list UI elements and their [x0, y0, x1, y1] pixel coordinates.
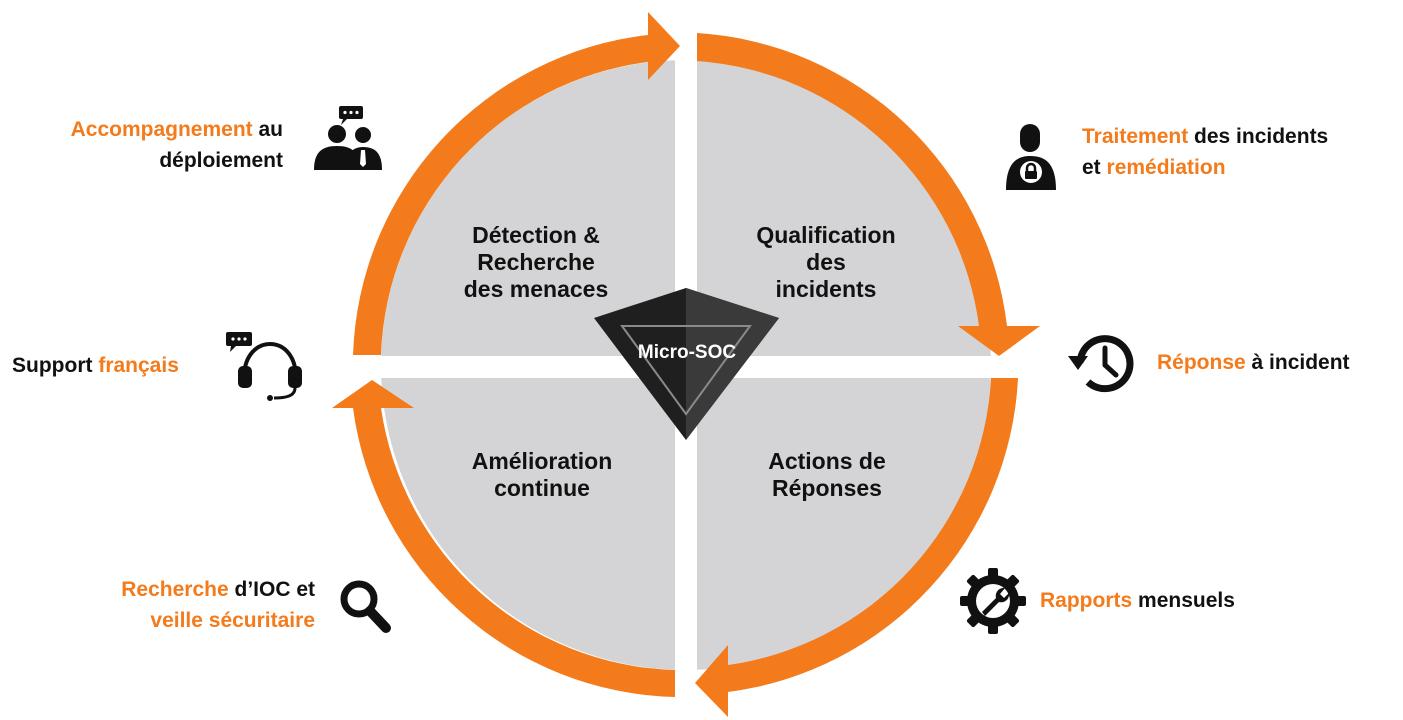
quadrant-label-line: Détection &	[472, 222, 600, 248]
quadrant-label-line: Actions de	[768, 448, 886, 474]
quadrant-label-bottom-right: Actions de Réponses	[727, 448, 927, 502]
arrow-bottom-right-head	[695, 645, 728, 717]
service-line: Traitement des incidents	[1082, 121, 1328, 152]
service-text: mensuels	[1132, 589, 1235, 612]
service-recherche: Recherche d’IOC et veille sécuritaire	[121, 574, 315, 636]
service-text: français	[98, 354, 179, 377]
service-line: et remédiation	[1082, 152, 1328, 183]
center-emblem	[594, 288, 779, 440]
service-support: Support français	[12, 350, 179, 381]
arrow-bottom-left-head	[332, 380, 414, 408]
quadrant-label-line: des menaces	[463, 276, 609, 302]
service-text: d’IOC et	[228, 578, 315, 601]
center-label: Micro-SOC	[637, 342, 737, 363]
quadrant-label-line: incidents	[775, 276, 877, 302]
service-text: au	[252, 118, 283, 141]
service-line: veille sécuritaire	[121, 605, 315, 636]
service-text: à incident	[1245, 351, 1350, 374]
service-text: veille sécuritaire	[150, 609, 315, 632]
service-text: remédiation	[1106, 156, 1226, 179]
service-line: déploiement	[71, 145, 283, 176]
service-text: déploiement	[159, 149, 283, 172]
service-text: Support	[12, 354, 99, 377]
arrow-bottom-left-arc	[353, 408, 675, 697]
service-reponse: Réponse à incident	[1157, 347, 1350, 378]
service-line: Rapports mensuels	[1040, 585, 1235, 616]
arrow-top-right-head	[958, 326, 1040, 356]
arrow-top-left-arc	[353, 35, 648, 355]
arrow-top-right-arc	[697, 33, 1007, 326]
service-text: Rapports	[1040, 589, 1133, 612]
quadrant-label-top-left: Détection & Recherche des menaces	[436, 222, 636, 303]
arrow-top-left-head	[648, 12, 680, 80]
service-line: Accompagnement au	[71, 114, 283, 145]
quadrant-label-line: Amélioration	[471, 448, 613, 474]
service-rapports: Rapports mensuels	[1040, 585, 1235, 616]
magnifier-icon	[340, 580, 391, 633]
quadrant-label-line: Réponses	[772, 475, 882, 501]
history-clock-icon	[1068, 335, 1134, 393]
quadrant-label-line: Recherche	[477, 249, 595, 275]
quadrant-label-line: des	[806, 249, 846, 275]
quadrant-label-bottom-left: Amélioration continue	[442, 448, 642, 502]
service-line: Recherche d’IOC et	[121, 574, 315, 605]
service-line: Support français	[12, 350, 179, 381]
service-line: Réponse à incident	[1157, 347, 1350, 378]
user-lock-icon	[1006, 124, 1056, 190]
headset-chat-icon	[226, 332, 302, 401]
service-accompagnement: Accompagnement au déploiement	[71, 114, 283, 176]
service-traitement: Traitement des incidents et remédiation	[1082, 121, 1328, 183]
service-text: et	[1082, 156, 1107, 179]
service-text: des incidents	[1188, 125, 1329, 148]
quadrant-label-top-right: Qualification des incidents	[726, 222, 926, 303]
quadrant-label-line: Qualification	[756, 222, 896, 248]
service-text: Réponse	[1157, 351, 1246, 374]
cycle-arrows	[332, 12, 1040, 717]
quadrant-label-line: continue	[494, 475, 590, 501]
gear-wrench-icon	[960, 568, 1026, 634]
service-text: Accompagnement	[70, 118, 253, 141]
center-emblem-inner-outline	[620, 325, 752, 416]
service-text: Traitement	[1082, 125, 1189, 148]
service-text: Recherche	[121, 578, 229, 601]
arrow-bottom-right-arc	[728, 378, 1018, 692]
people-chat-icon	[314, 106, 382, 170]
